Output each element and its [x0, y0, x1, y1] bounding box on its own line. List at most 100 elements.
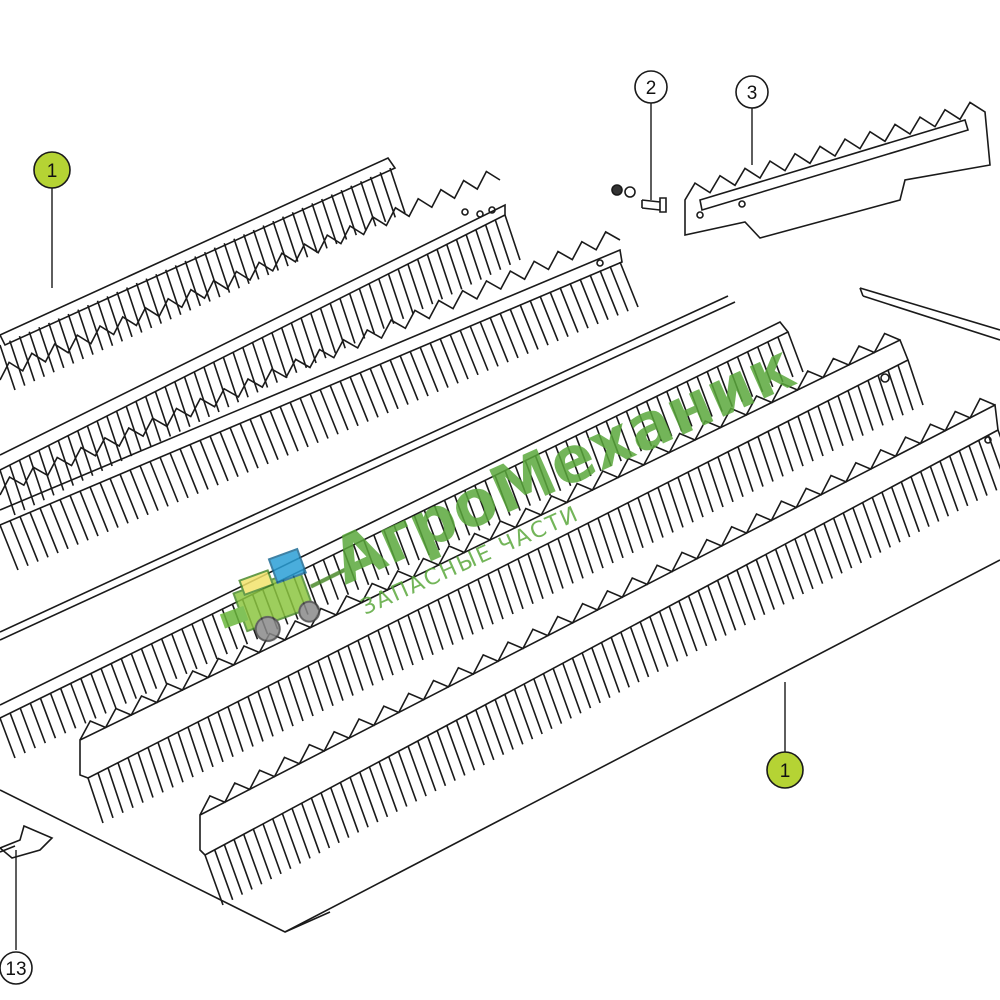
sieve-slat	[716, 366, 734, 407]
sieve-slat	[756, 346, 774, 388]
sieve-slat	[368, 283, 385, 329]
sieve-slat	[554, 445, 572, 487]
sieve-slat	[489, 316, 509, 363]
sieve-slat	[494, 219, 512, 266]
sieve-slat	[605, 420, 622, 462]
sieve-slat	[600, 642, 621, 693]
sieve-slat	[827, 400, 844, 447]
sieve-slat	[330, 194, 348, 240]
sieve-slat	[687, 471, 704, 518]
sieve-slat	[397, 268, 414, 315]
sieve-slat	[409, 350, 429, 397]
sieve-slat	[262, 823, 282, 875]
sieve-slat	[203, 251, 221, 298]
sieve-slat	[407, 745, 427, 797]
sieve-slat	[125, 405, 143, 452]
sieve-slat	[823, 523, 843, 574]
sieve-slat	[549, 291, 569, 337]
sawtooth-rail-bottom-b	[199, 397, 996, 816]
sieve-slat	[207, 716, 224, 763]
sieve-slat	[349, 776, 369, 828]
sieve-slat	[527, 553, 544, 599]
sieve-slat	[38, 327, 55, 373]
callout-3: 3	[735, 75, 769, 109]
sieve-slat	[329, 787, 350, 838]
sieve-slat	[377, 278, 395, 325]
sieve-slat	[267, 685, 284, 732]
sieve-slat	[262, 225, 280, 271]
sieve-slat	[367, 635, 384, 681]
sieve-slat	[49, 692, 67, 734]
slat-row-bottom-c	[204, 429, 1000, 906]
sieve-slat	[615, 415, 633, 457]
sieve-slat	[320, 198, 338, 245]
sieve-slat	[837, 395, 854, 441]
sieve-slat	[139, 465, 159, 511]
sieve-slat	[59, 499, 79, 545]
sieve-slat	[658, 611, 679, 662]
sieve-slat	[514, 465, 531, 506]
sieve-slat	[59, 688, 77, 729]
sieve-slat	[269, 410, 289, 456]
sieve-slat	[115, 410, 133, 457]
sieve-slat	[477, 578, 494, 625]
sieve-slat	[19, 707, 36, 749]
svg-text:2: 2	[646, 78, 657, 99]
sieve-slat	[242, 234, 260, 280]
sieve-slat	[291, 211, 309, 258]
sieve-slat	[987, 434, 1000, 470]
sieve-slat	[368, 766, 389, 818]
sieve-slat	[542, 673, 563, 724]
sieve-slat	[86, 425, 104, 472]
sieve-slat	[251, 342, 269, 388]
sieve-slat	[383, 529, 400, 571]
sieve-slat	[499, 312, 519, 359]
sieve-slat	[0, 344, 16, 391]
sieve-slat	[129, 469, 149, 516]
sieve-slat	[787, 331, 804, 373]
sieve-slat	[174, 265, 192, 311]
sieve-slat	[407, 614, 424, 661]
sieve-slat	[407, 263, 424, 310]
sieve-slat	[417, 609, 434, 656]
sieve-slat	[257, 691, 274, 737]
sieve-slat	[209, 435, 229, 482]
sieve-slat	[958, 450, 979, 502]
sieve-slat	[39, 697, 57, 739]
sieve-slat	[249, 418, 269, 465]
sieve-slat	[575, 435, 592, 477]
sieve-slat	[524, 460, 542, 501]
sieve-slat	[504, 214, 521, 261]
sieve-slat	[191, 623, 208, 665]
sieve-slat	[697, 590, 717, 641]
sieve-slat	[350, 185, 367, 231]
sieve-slat	[900, 481, 921, 533]
sawtooth-rail-top-b	[0, 230, 621, 496]
sieve-slat	[357, 640, 374, 686]
sieve-slat	[494, 475, 511, 516]
sieve-slat	[242, 347, 259, 393]
sieve-slat	[300, 317, 317, 364]
sieve-slat	[280, 327, 298, 374]
sieve-slat	[373, 534, 390, 576]
sieve-slat	[397, 619, 414, 666]
sieve-slat	[857, 385, 874, 431]
sieve-slat	[427, 604, 444, 650]
sieve-slat	[625, 410, 643, 452]
sieve-slat	[755, 559, 775, 610]
sieve-slat	[47, 445, 65, 491]
sieve-slat	[807, 410, 824, 457]
sieve-slat	[120, 658, 137, 699]
sieve-slat	[369, 176, 387, 223]
sieve-slat	[109, 478, 129, 524]
sieve-slat	[852, 507, 872, 559]
sieve-slat	[487, 573, 504, 620]
sieve-slat	[847, 390, 864, 436]
sieve-slat	[140, 648, 158, 689]
sieve-slat	[167, 736, 184, 783]
sieve-slat	[627, 502, 644, 548]
sawtooth-rail-top-a	[0, 170, 501, 381]
sieve-slat	[90, 673, 107, 714]
sieve-slat	[397, 751, 418, 802]
sieve-slat	[89, 486, 109, 533]
